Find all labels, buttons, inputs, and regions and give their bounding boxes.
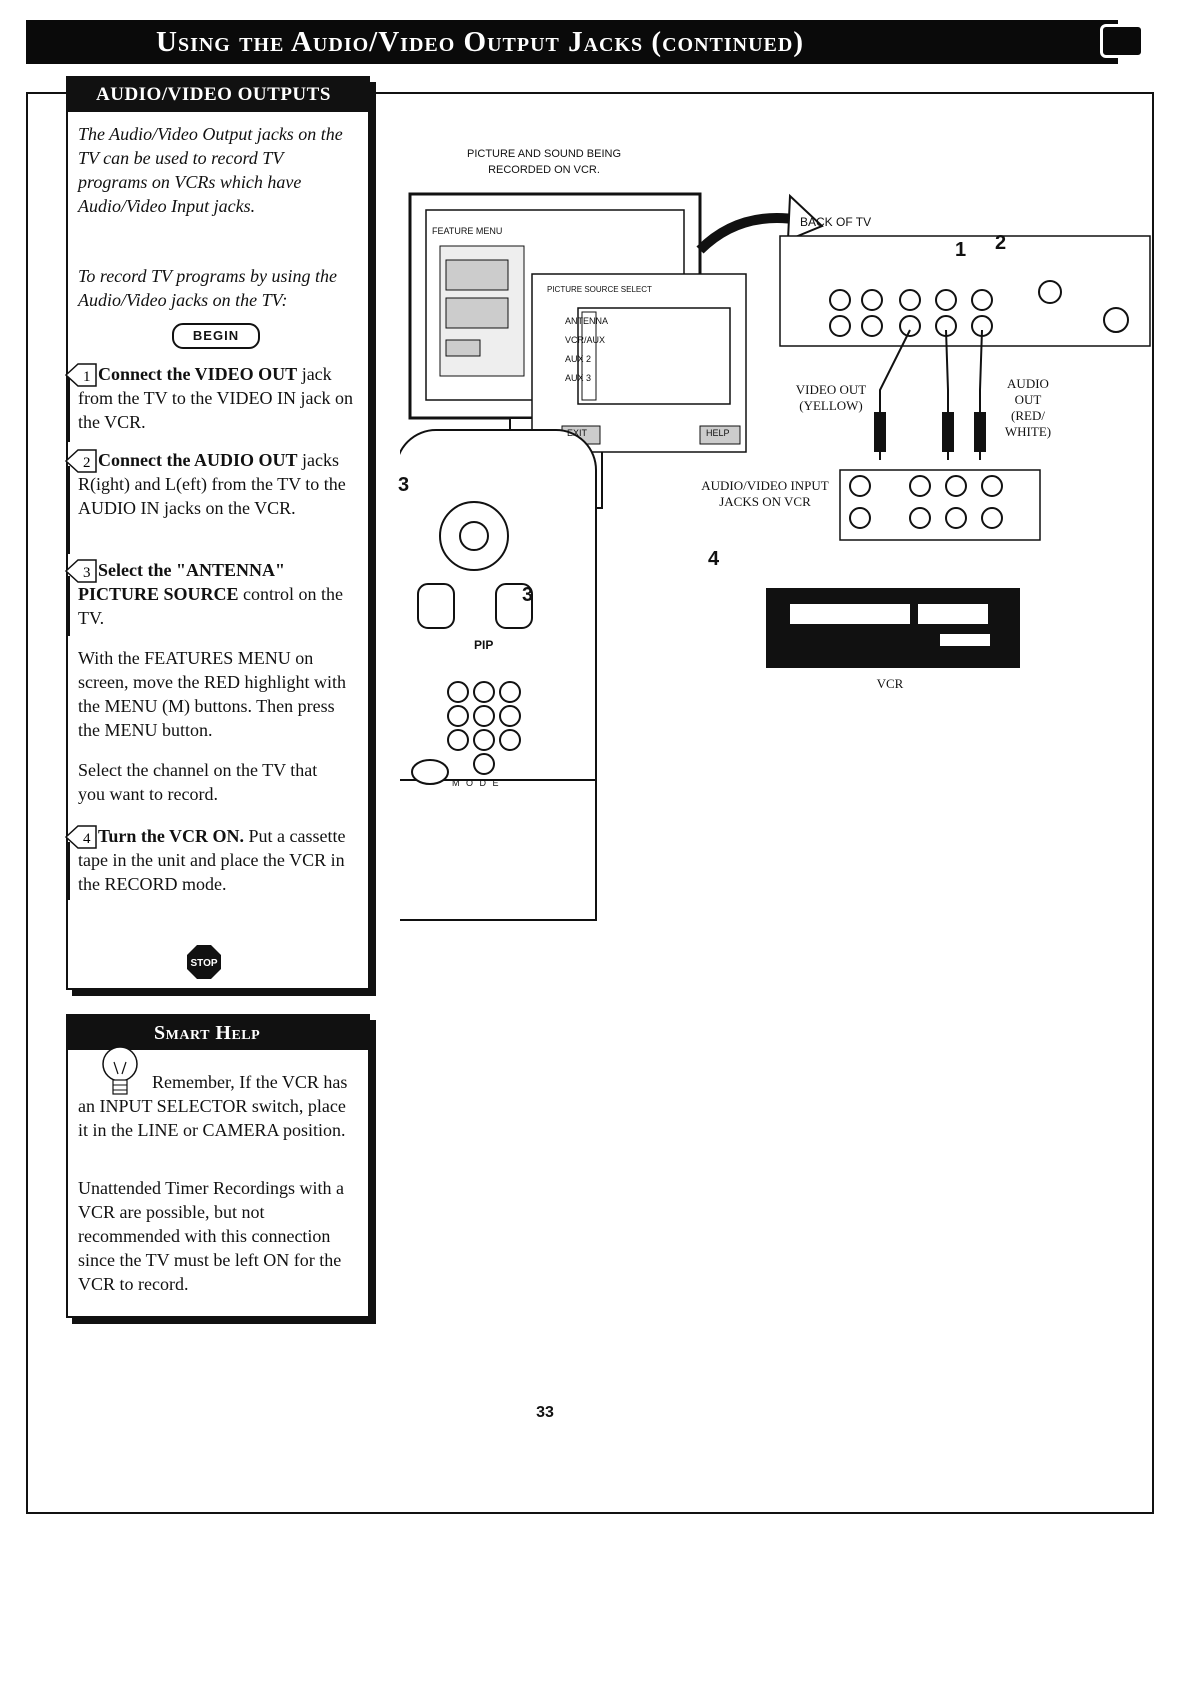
svg-text:3: 3 (83, 565, 91, 581)
begin-badge: BEGIN (172, 323, 260, 349)
tv-icon (1100, 24, 1144, 58)
step-3-rule (68, 576, 70, 636)
step-4-rule (68, 842, 70, 900)
intro-text: The Audio/Video Output jacks on the TV c… (78, 124, 343, 216)
caption-top: PICTURE AND SOUND BEING RECORDED ON VCR. (466, 148, 622, 176)
source-option-vcr-aux[interactable]: VCR/AUX (565, 335, 606, 345)
source-options: ANTENNA VCR/AUX AUX 2 AUX 3 (565, 312, 675, 388)
audio-out-label: AUDIO OUT (RED/ WHITE) (1004, 376, 1052, 439)
step-2-icon: 2 (64, 449, 97, 473)
features-paragraph: With the FEATURES MENU on screen, move t… (78, 648, 346, 740)
instructions-panel: AUDIO/VIDEO OUTPUTS The Audio/Video Outp… (64, 76, 370, 990)
section-heading: AUDIO/VIDEO OUTPUTS (68, 78, 368, 112)
remote-pip-label: PIP (474, 638, 494, 652)
smart-help-para-2: Unattended Timer Recordings with a VCR a… (78, 1178, 344, 1294)
step-2-rule (68, 466, 70, 554)
step-3: Select the "ANTENNA" PICTURE SOURCE cont… (78, 560, 344, 628)
callout-4: 4 (708, 548, 720, 570)
av-input-label: AUDIO/VIDEO INPUT JACKS ON VCR (701, 478, 829, 509)
smart-help-panel: Smart Help Remember, If the VCR has an I… (66, 1014, 370, 1318)
smart-help-para-1: Remember, If the VCR has an INPUT SELECT… (78, 1072, 348, 1140)
exit-label[interactable]: EXIT (567, 428, 588, 438)
intro-text-2: To record TV programs by using the Audio… (78, 266, 338, 310)
video-out-label: VIDEO OUT (YELLOW) (795, 382, 867, 413)
callout-1: 1 (955, 239, 967, 261)
feature-menu-label: FEATURE MENU (432, 226, 503, 236)
source-option-aux3[interactable]: AUX 3 (565, 373, 592, 383)
step-1-icon: 1 (64, 363, 97, 387)
svg-text:4: 4 (83, 831, 91, 847)
vcr-label: VCR (876, 676, 904, 691)
svg-text:2: 2 (83, 455, 91, 471)
source-select-title: PICTURE SOURCE SELECT (547, 285, 652, 294)
svg-text:STOP: STOP (190, 958, 217, 969)
back-of-tv-label: BACK OF TV (800, 215, 872, 229)
callout-2: 2 (995, 232, 1007, 254)
source-option-antenna[interactable]: ANTENNA (565, 316, 609, 326)
step-1: Connect the VIDEO OUT jack from the TV t… (78, 364, 353, 432)
step-4: Turn the VCR ON. Put a cassette tape in … (78, 826, 346, 894)
help-label[interactable]: HELP (706, 428, 730, 438)
step-1-rule (68, 378, 70, 442)
remote-mode-label: M O D E (452, 778, 501, 788)
callout-3b: 3 (522, 584, 534, 606)
stop-sign-icon: STOP (187, 945, 221, 979)
page-number: 33 (536, 1404, 554, 1421)
page-title-bar: Using the Audio/Video Output Jacks (cont… (26, 20, 1118, 64)
lightbulb-icon (102, 1046, 138, 1095)
page-title: Using the Audio/Video Output Jacks (cont… (156, 26, 804, 58)
content-frame (26, 92, 1154, 1514)
step-4-icon: 4 (64, 825, 97, 849)
callout-3a: 3 (398, 474, 410, 496)
step-3-icon: 3 (64, 559, 97, 583)
svg-text:1: 1 (83, 369, 91, 385)
connection-diagram (400, 192, 1151, 921)
smart-help-heading: Smart Help (68, 1016, 368, 1050)
step-2: Connect the AUDIO OUT jacks R(ight) and … (78, 450, 346, 518)
source-option-aux2[interactable]: AUX 2 (565, 354, 592, 364)
channel-paragraph: Select the channel on the TV that you wa… (78, 760, 318, 804)
